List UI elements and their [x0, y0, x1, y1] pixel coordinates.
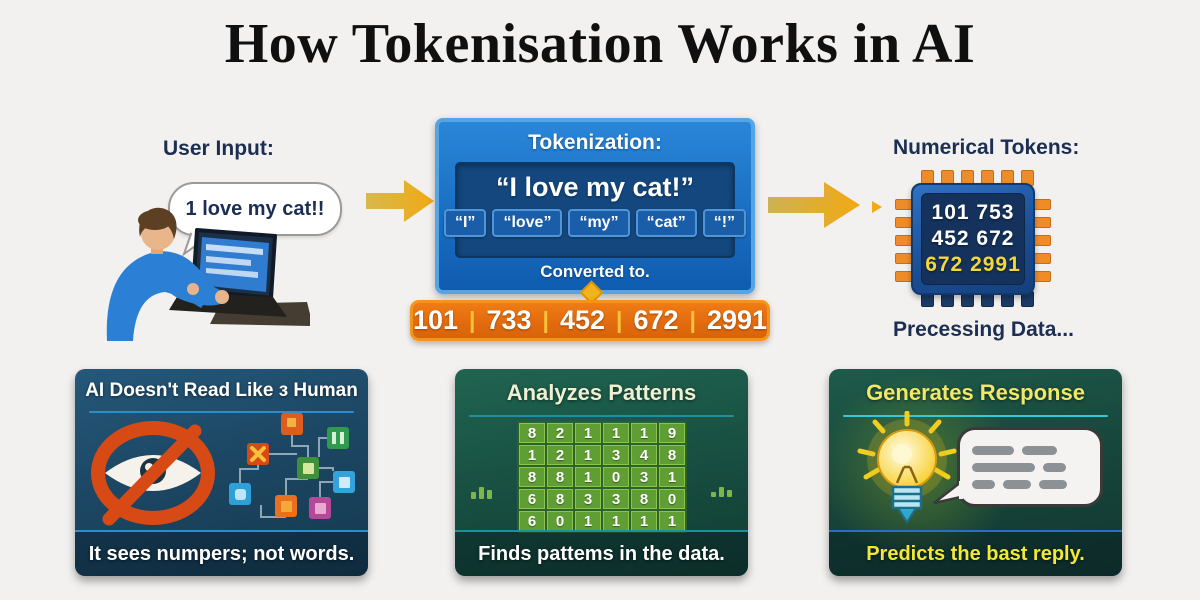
card-generates-response: Generates Response — [829, 369, 1122, 576]
grid-cell: 3 — [603, 445, 629, 465]
token-chip: “cat” — [635, 209, 697, 237]
person-at-laptop-icon — [106, 207, 310, 341]
grid-cell: 1 — [603, 423, 629, 443]
divider — [469, 415, 734, 417]
token-id: 733 — [486, 305, 532, 335]
grid-cell: 3 — [603, 489, 629, 509]
id-separator: | — [616, 307, 623, 333]
token-chip: “I” — [443, 209, 487, 237]
grid-cell: 8 — [659, 445, 685, 465]
token-chip: “!” — [702, 209, 747, 237]
token-chip: “my” — [568, 209, 630, 237]
grid-cell: 1 — [575, 445, 601, 465]
tokenized-sentence: “I love my cat!” — [495, 172, 695, 202]
id-separator: | — [542, 307, 549, 333]
chip-pin — [1033, 235, 1051, 246]
grid-cell: 0 — [659, 489, 685, 509]
response-bubble-tail — [933, 481, 963, 505]
token-id: 2991 — [706, 305, 768, 335]
card-ai-doesnt-read: AI Doesn't Read Like ɜ Human — [75, 369, 368, 576]
grid-cell: 1 — [519, 445, 545, 465]
card-caption: It sees numpers; not words. — [88, 542, 355, 565]
chip-number-row: 672 2991 — [925, 253, 1021, 276]
numerical-tokens-label: Numerical Tokens: — [893, 136, 1080, 159]
token-ids-bar: 101 | 733 | 452 | 672 | 2991 — [410, 300, 770, 341]
grid-cell: 1 — [631, 423, 657, 443]
grid-cell: 2 — [547, 445, 573, 465]
chip-screen: 101 753 452 672 672 2991 — [921, 193, 1025, 285]
chip-pins-top — [921, 170, 1034, 186]
grid-cell: 1 — [603, 511, 629, 531]
page-title: How Tokenisation Works in AI — [224, 13, 976, 75]
user-speech-text: 1 love my cat!! — [185, 197, 325, 220]
no-eye-icon — [91, 421, 215, 526]
response-bubble-icon — [957, 427, 1103, 507]
card-caption: Predicts the bast reply. — [866, 542, 1085, 565]
chip-pin — [1033, 217, 1051, 228]
tokenization-label: Tokenization: — [528, 131, 662, 154]
grid-cell: 3 — [631, 467, 657, 487]
grid-cell: 1 — [659, 511, 685, 531]
chip-pin — [1033, 271, 1051, 282]
chip-pin — [1033, 253, 1051, 264]
grid-cell: 6 — [519, 511, 545, 531]
token-id: 672 — [633, 305, 679, 335]
id-separator: | — [469, 307, 476, 333]
grid-cell: 8 — [547, 467, 573, 487]
chip-number-row: 452 672 — [931, 227, 1015, 250]
card-footer: Finds pattems in the data. — [455, 530, 748, 576]
tokenization-box: Tokenization: “I love my cat!” “I”“love”… — [435, 118, 755, 294]
grid-cell: 1 — [575, 511, 601, 531]
small-arrow-right-icon — [872, 201, 882, 213]
arrow-right-icon — [768, 182, 860, 228]
grid-cell: 8 — [631, 489, 657, 509]
arrow-right-icon — [366, 180, 434, 222]
chip-number-row: 101 753 — [931, 201, 1015, 224]
card-title: Generates Response — [866, 380, 1085, 405]
processing-status-text: Precessing Data... — [893, 318, 1074, 341]
token-id: 101 — [412, 305, 459, 335]
divider — [89, 411, 354, 413]
mini-bars-icon — [471, 487, 492, 499]
lightbulb-icon — [857, 411, 957, 524]
grid-cell: 1 — [575, 467, 601, 487]
grid-cell: 1 — [659, 467, 685, 487]
cpu-chip-icon: 101 753 452 672 672 2991 — [895, 170, 1051, 312]
card-title: Analyzes Patterns — [506, 380, 697, 405]
token-id: 452 — [559, 305, 606, 335]
grid-cell: 0 — [547, 511, 573, 531]
grid-cell: 3 — [575, 489, 601, 509]
grid-cell: 8 — [519, 423, 545, 443]
card-caption: Finds pattems in the data. — [478, 542, 725, 565]
grid-cell: 8 — [547, 489, 573, 509]
grid-cell: 8 — [519, 467, 545, 487]
user-input-label: User Input: — [163, 137, 274, 160]
chip-pins-right — [1033, 199, 1051, 282]
converted-to-label: Converted to. — [540, 262, 650, 281]
grid-cell: 6 — [519, 489, 545, 509]
tokens-row: “I”“love”“my”“cat”“!” — [443, 209, 747, 237]
mini-bars-icon — [711, 487, 732, 497]
user-speech-bubble: 1 love my cat!! — [168, 182, 342, 236]
grid-cell: 0 — [603, 467, 629, 487]
chip-pin — [1033, 199, 1051, 210]
grid-cell: 1 — [575, 423, 601, 443]
card-title: AI Doesn't Read Like ɜ Human — [85, 380, 358, 401]
chip-body: 101 753 452 672 672 2991 — [911, 183, 1035, 295]
token-chip: “love” — [492, 209, 563, 237]
card-footer: Predicts the bast reply. — [829, 530, 1122, 576]
id-separator: | — [689, 307, 696, 333]
grid-cell: 4 — [631, 445, 657, 465]
grid-cell: 2 — [547, 423, 573, 443]
divider — [843, 415, 1108, 417]
tokenization-inner-panel: “I love my cat!” “I”“love”“my”“cat”“!” — [443, 162, 747, 258]
flowchart-icon — [229, 413, 355, 519]
grid-cell: 1 — [631, 511, 657, 531]
grid-cell: 9 — [659, 423, 685, 443]
card-footer: It sees numpers; not words. — [75, 530, 368, 576]
